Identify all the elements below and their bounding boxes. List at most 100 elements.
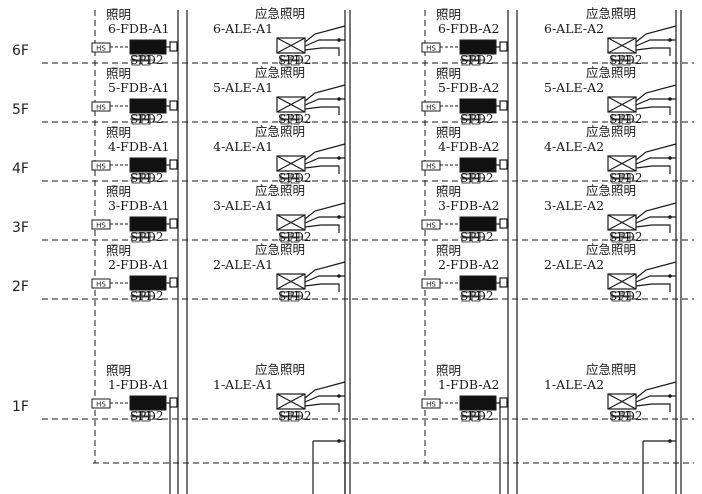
feeder-line bbox=[635, 157, 676, 165]
spd-element bbox=[461, 416, 471, 422]
feeder-line bbox=[635, 275, 676, 283]
spd-label: SPD2 bbox=[130, 53, 164, 67]
spd-element bbox=[141, 296, 151, 302]
breaker-icon bbox=[169, 277, 178, 288]
feeder-line bbox=[313, 440, 346, 494]
feeder-line bbox=[635, 106, 671, 115]
breaker-icon bbox=[499, 159, 508, 170]
panel-cross bbox=[607, 96, 637, 113]
spd-element bbox=[141, 416, 151, 422]
spd-element bbox=[131, 296, 141, 302]
spd-element bbox=[290, 416, 300, 422]
distribution-board-icon bbox=[129, 395, 167, 411]
spd-symbol-icon bbox=[130, 411, 154, 422]
spd-label: SPD2 bbox=[609, 409, 643, 423]
spd-element bbox=[461, 60, 471, 66]
panel-cross bbox=[607, 273, 637, 290]
junction-dot bbox=[668, 394, 672, 398]
emergency-lighting-label: 应急照明 bbox=[586, 362, 636, 377]
spd-element bbox=[131, 119, 141, 125]
emergency-lighting-label: 应急照明 bbox=[586, 124, 636, 139]
lighting-label: 照明 bbox=[436, 363, 461, 378]
feeder-line bbox=[304, 25, 346, 43]
lighting-label: 照明 bbox=[106, 243, 131, 258]
feeder-line bbox=[635, 216, 676, 224]
feeder-line bbox=[635, 165, 671, 174]
spd-element bbox=[621, 119, 631, 125]
feeder-line bbox=[635, 39, 676, 47]
panel-id-label: 1-ALE-A1 bbox=[213, 377, 273, 392]
spd-symbol-icon bbox=[130, 291, 154, 302]
spd-symbol-icon bbox=[610, 55, 634, 66]
spd-label: SPD2 bbox=[130, 409, 164, 423]
panel-cross bbox=[607, 37, 637, 54]
panel-cross bbox=[276, 273, 306, 290]
breaker-icon bbox=[169, 218, 178, 229]
junction-dot bbox=[668, 274, 672, 278]
emergency-lighting-label: 应急照明 bbox=[586, 65, 636, 80]
panel-id-label: 1-FDB-A1 bbox=[108, 377, 170, 392]
hs-label: HS bbox=[426, 104, 436, 112]
spd-element bbox=[471, 237, 481, 243]
spd-symbol-icon bbox=[279, 411, 303, 422]
emergency-lighting-label: 应急照明 bbox=[255, 65, 305, 80]
floor-label: 2F bbox=[12, 279, 29, 295]
spd-label: SPD2 bbox=[278, 289, 312, 303]
junction-dot bbox=[668, 439, 672, 443]
junction-dot bbox=[337, 394, 341, 398]
junction-dot bbox=[337, 215, 341, 219]
spd-element bbox=[141, 237, 151, 243]
distribution-board-icon bbox=[459, 275, 497, 291]
panel-cross bbox=[276, 393, 306, 410]
spd-element bbox=[290, 296, 300, 302]
spd-symbol-icon bbox=[610, 173, 634, 184]
spd-symbol-icon bbox=[610, 232, 634, 243]
feeder-line bbox=[304, 381, 346, 399]
feeder-line bbox=[635, 395, 676, 403]
distribution-board-icon bbox=[129, 39, 167, 55]
spd-symbol-icon bbox=[130, 114, 154, 125]
distribution-board-icon bbox=[459, 395, 497, 411]
spd-element bbox=[471, 60, 481, 66]
emergency-lighting-label: 应急照明 bbox=[255, 124, 305, 139]
hs-label: HS bbox=[96, 104, 106, 112]
spd-symbol-icon bbox=[610, 114, 634, 125]
panel-id-label: 6-ALE-A1 bbox=[213, 21, 273, 36]
spd-symbol-icon bbox=[279, 232, 303, 243]
spd-symbol-icon bbox=[460, 173, 484, 184]
hs-label: HS bbox=[426, 163, 436, 171]
panel-id-label: 4-ALE-A1 bbox=[213, 139, 273, 154]
junction-dot bbox=[668, 97, 672, 101]
spd-label: SPD2 bbox=[278, 53, 312, 67]
emergency-lighting-label: 应急照明 bbox=[255, 362, 305, 377]
spd-element bbox=[131, 178, 141, 184]
spd-label: SPD2 bbox=[609, 230, 643, 244]
spd-label: SPD2 bbox=[460, 112, 494, 126]
spd-label: SPD2 bbox=[609, 171, 643, 185]
panel-cross bbox=[276, 96, 306, 113]
feeder-line bbox=[304, 157, 345, 165]
spd-element bbox=[461, 119, 471, 125]
junction-dot bbox=[668, 215, 672, 219]
spd-element bbox=[611, 296, 621, 302]
panel-id-label: 2-ALE-A1 bbox=[213, 257, 273, 272]
spd-label: SPD2 bbox=[609, 112, 643, 126]
spd-label: SPD2 bbox=[460, 289, 494, 303]
breaker-icon bbox=[169, 100, 178, 111]
spd-label: SPD2 bbox=[278, 230, 312, 244]
spd-label: SPD2 bbox=[460, 409, 494, 423]
feeder-line bbox=[304, 395, 345, 403]
junction-dot bbox=[337, 274, 341, 278]
floor-label: 1F bbox=[12, 399, 29, 415]
spd-element bbox=[280, 119, 290, 125]
panel-cross bbox=[276, 155, 306, 172]
spd-element bbox=[461, 296, 471, 302]
spd-element bbox=[290, 60, 300, 66]
feeder-line bbox=[304, 39, 345, 47]
spd-label: SPD2 bbox=[278, 409, 312, 423]
spd-symbol-icon bbox=[610, 411, 634, 422]
floor-label: 3F bbox=[12, 220, 29, 236]
panel-id-label: 2-FDB-A2 bbox=[438, 257, 500, 272]
feeder-line bbox=[304, 165, 340, 174]
spd-symbol-icon bbox=[130, 173, 154, 184]
